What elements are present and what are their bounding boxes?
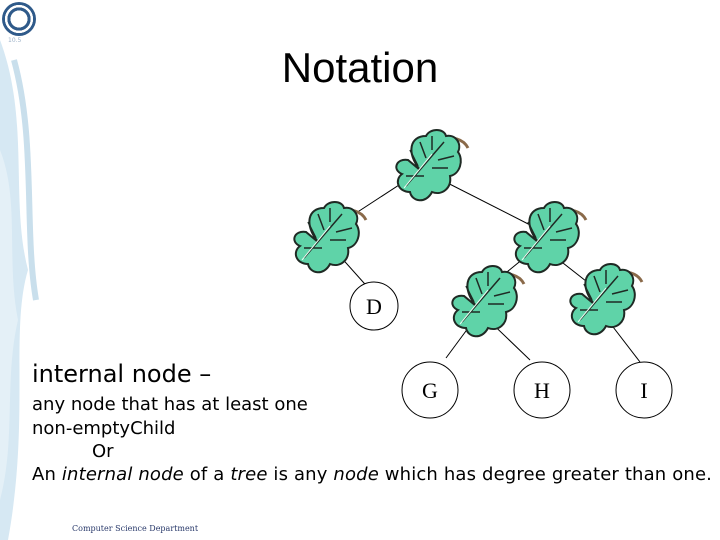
- definition-line-2: non-emptyChild: [32, 417, 308, 441]
- alternate-definition: An internal node of a tree is any node w…: [32, 464, 712, 485]
- leaf-icon: [514, 202, 586, 272]
- alt-def-emphasis: internal node: [62, 464, 184, 485]
- node-h-label: H: [534, 378, 550, 403]
- leaf-icon: [294, 202, 366, 272]
- node-g-label: G: [422, 378, 438, 403]
- alt-def-emphasis: tree: [230, 464, 267, 485]
- definition-text: any node that has at least one non-empty…: [32, 393, 308, 441]
- definition-line-1: any node that has at least one: [32, 393, 308, 417]
- node-i-label: I: [640, 378, 647, 403]
- alt-def-text: which has degree greater than one.: [379, 464, 712, 485]
- leaf-nodes: [294, 130, 642, 336]
- footer-department: Computer Science Department: [72, 524, 198, 533]
- leaf-icon: [452, 266, 524, 336]
- node-d-label: D: [366, 294, 382, 319]
- or-text: Or: [92, 441, 114, 462]
- alt-def-text: is any: [268, 464, 334, 485]
- leaf-icon: [570, 264, 642, 334]
- term-heading: internal node –: [32, 360, 211, 388]
- leaf-icon: [396, 130, 468, 200]
- alt-def-text: of a: [184, 464, 230, 485]
- alt-def-text: An: [32, 464, 62, 485]
- alt-def-emphasis: node: [333, 464, 379, 485]
